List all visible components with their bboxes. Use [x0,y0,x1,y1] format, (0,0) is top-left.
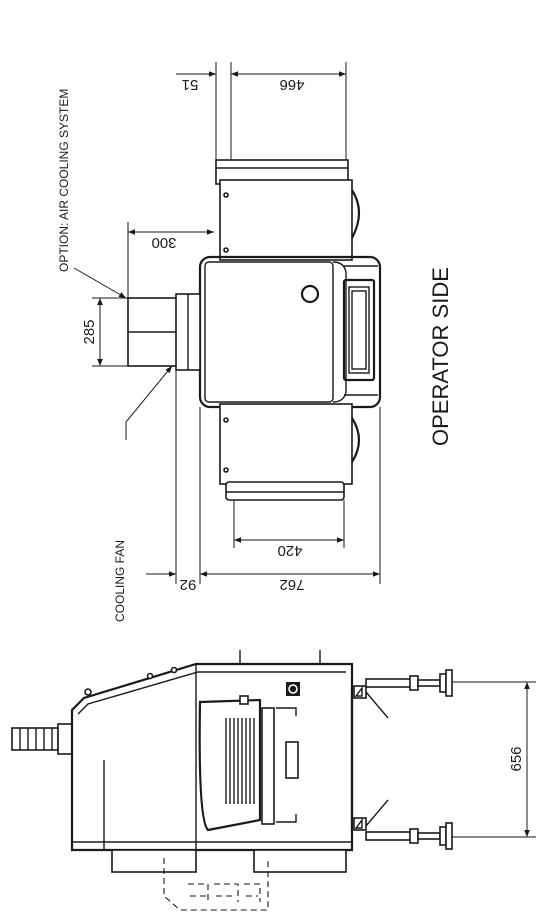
side-operator-panel [198,698,262,832]
upper-housing [219,179,353,261]
cable-gland [11,727,59,751]
dim-656-label: 656 [508,746,525,771]
adjuster-rod-top [365,669,453,697]
dim-300 [127,222,214,298]
operator-side-label: OPERATOR SIDE [428,267,453,446]
dim-285-label: 285 [81,319,98,344]
dim-656 [452,681,536,838]
machine-outline [70,662,354,852]
hidden-base [163,858,269,911]
lower-flange [225,481,345,501]
lower-housing [219,403,353,485]
dim-92-762 [146,370,381,584]
power-knob [300,284,320,304]
adjuster-rod-bottom [365,822,453,850]
dim-51 [176,62,232,160]
dim-300-label: 300 [151,234,176,251]
upper-roller [351,189,361,239]
dim-420 [233,500,345,548]
top-view [73,159,382,501]
foot-left [111,849,197,873]
dim-466-label: 466 [279,76,304,93]
dim-762-label: 762 [279,576,304,593]
foot-right [253,849,347,873]
cooling-fan-label: COOLING FAN [113,540,127,622]
control-panel [342,278,376,382]
side-view [11,650,453,911]
dim-92-label: 92 [180,576,197,593]
logo-badge [286,682,300,696]
dim-420-label: 420 [277,542,302,559]
dim-466 [215,62,347,160]
air-cooling-label: OPTION: AIR COOLING SYSTEM [57,89,71,272]
dim-51-label: 51 [182,76,199,93]
dim-285 [92,297,130,367]
lower-roller [351,417,361,463]
